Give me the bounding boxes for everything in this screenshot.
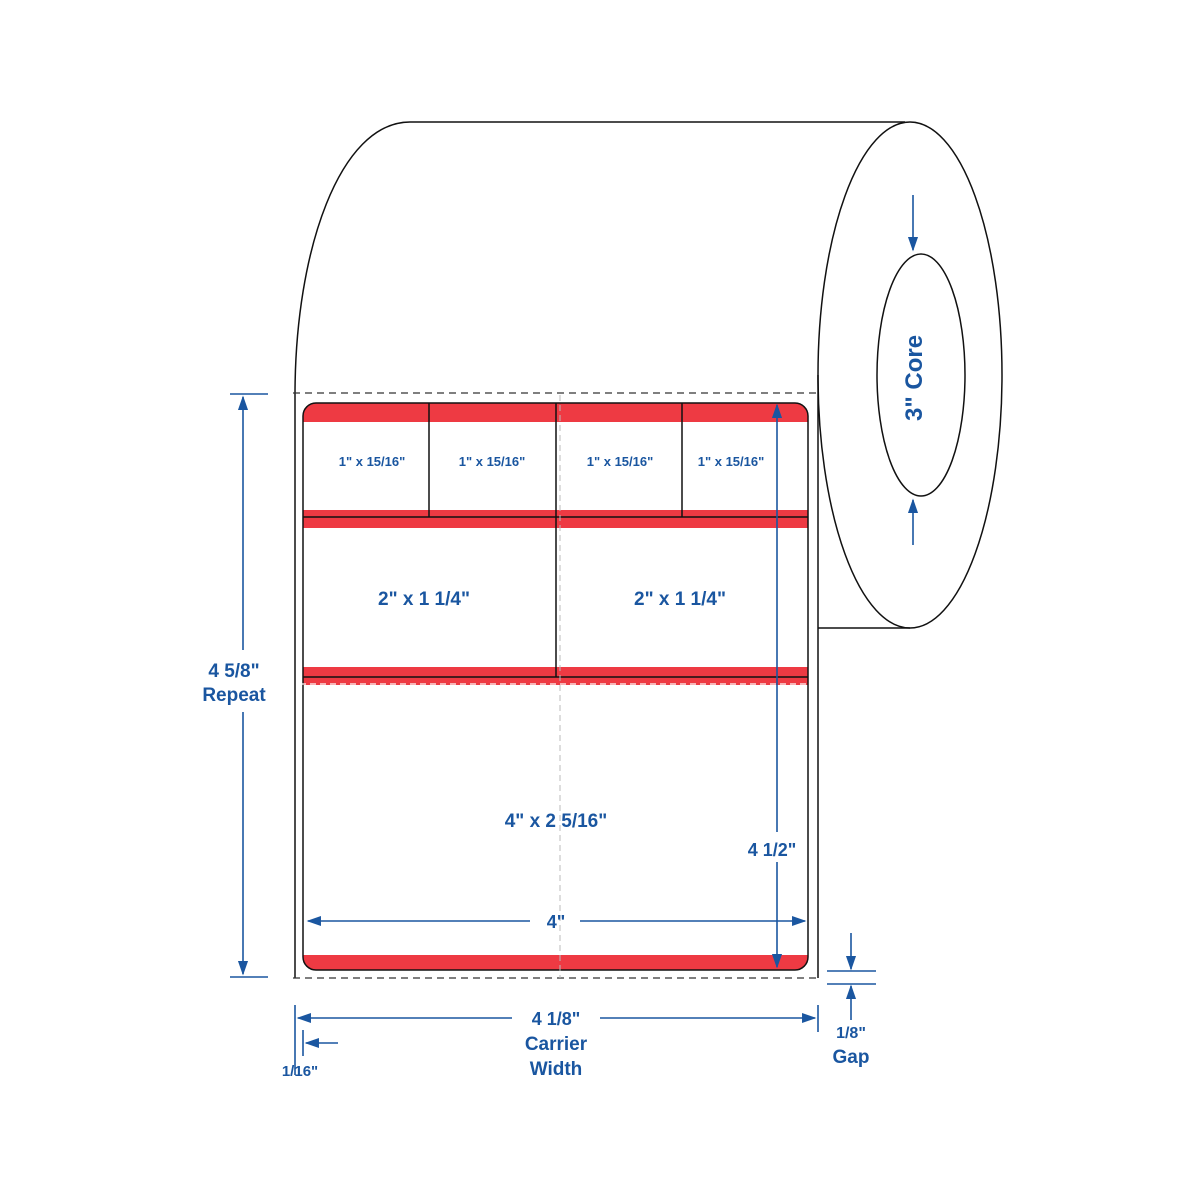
roll-body-outline xyxy=(294,121,905,396)
repeat-label: Repeat xyxy=(202,685,266,706)
gap-label: Gap xyxy=(833,1047,870,1068)
roll xyxy=(294,121,1003,978)
large-label: 4" x 2 5/16" xyxy=(505,811,608,832)
repeat-value: 4 5/8" xyxy=(208,661,259,682)
medium-label-1: 2" x 1 1/4" xyxy=(378,589,470,610)
red-band-bottom xyxy=(303,955,808,970)
medium-label-2: 2" x 1 1/4" xyxy=(634,589,726,610)
label-height-value: 4 1/2" xyxy=(748,840,797,860)
carrier-label-1: Carrier xyxy=(525,1034,588,1055)
small-label-4: 1" x 15/16" xyxy=(698,454,765,469)
small-label-3: 1" x 15/16" xyxy=(587,454,654,469)
carrier-value: 4 1/8" xyxy=(532,1009,581,1029)
gap-value: 1/8" xyxy=(836,1025,866,1042)
core-outline xyxy=(876,253,966,497)
carrier-label-2: Width xyxy=(530,1059,583,1080)
margin-value: 1/16" xyxy=(282,1063,318,1080)
label-width-value: 4" xyxy=(547,912,566,932)
core-label: 3" Core xyxy=(901,335,928,421)
small-label-2: 1" x 15/16" xyxy=(459,454,526,469)
die-cut-lines xyxy=(303,403,808,678)
small-label-1: 1" x 15/16" xyxy=(339,454,406,469)
